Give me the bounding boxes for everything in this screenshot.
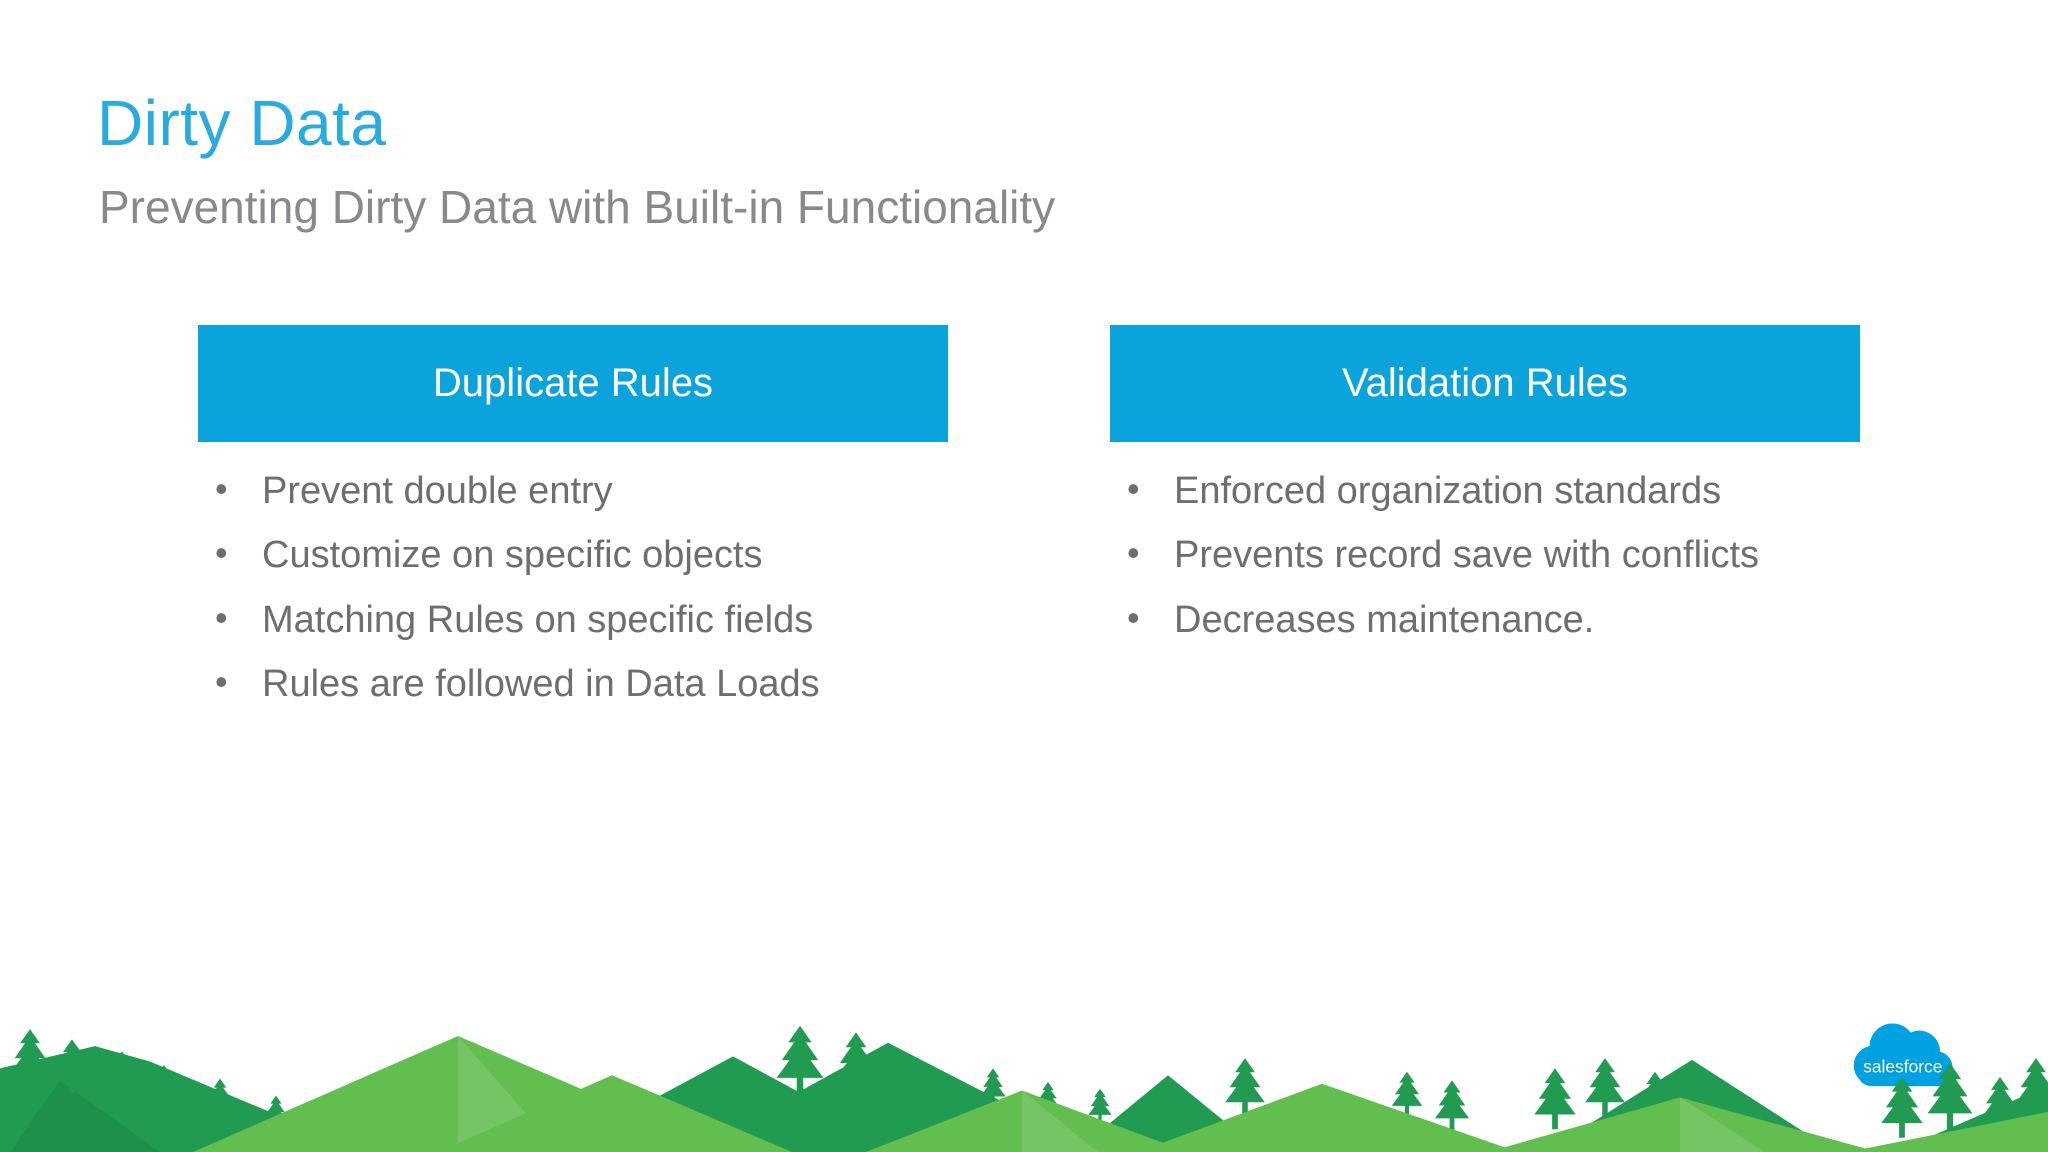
page-title: Dirty Data: [97, 87, 387, 159]
validation-rules-header: Validation Rules: [1110, 325, 1860, 442]
bullet-item: Enforced organization standards: [1127, 467, 1860, 514]
bullet-item: Customize on specific objects: [215, 531, 948, 578]
validation-rules-column: Validation Rules Enforced organization s…: [1110, 325, 1860, 661]
salesforce-logo-text: salesforce: [1863, 1057, 1942, 1077]
mountain-landscape-graphic: [0, 1025, 2048, 1152]
salesforce-cloud-icon: salesforce: [1853, 1023, 1953, 1087]
pine-tree-icon: [1881, 1076, 1923, 1138]
page-subtitle: Preventing Dirty Data with Built-in Func…: [99, 181, 1056, 233]
light-mountain-layer: [193, 1035, 2048, 1152]
bullet-item: Decreases maintenance.: [1127, 596, 1860, 643]
pine-tree-icon: [1927, 1063, 1973, 1130]
duplicate-rules-list: Prevent double entryCustomize on specifi…: [198, 467, 948, 707]
bullet-item: Matching Rules on specific fields: [215, 596, 948, 643]
bullet-item: Prevent double entry: [215, 467, 948, 514]
duplicate-rules-column: Duplicate Rules Prevent double entryCust…: [198, 325, 948, 725]
salesforce-logo: salesforce: [1846, 1018, 1958, 1094]
bullet-item: Rules are followed in Data Loads: [215, 660, 948, 707]
bullet-item: Prevents record save with conflicts: [1127, 531, 1860, 578]
duplicate-rules-header: Duplicate Rules: [198, 325, 948, 442]
validation-rules-list: Enforced organization standardsPrevents …: [1110, 467, 1860, 643]
pine-tree-icon: [1434, 1080, 1470, 1131]
pine-tree-icon: [1534, 1068, 1576, 1130]
